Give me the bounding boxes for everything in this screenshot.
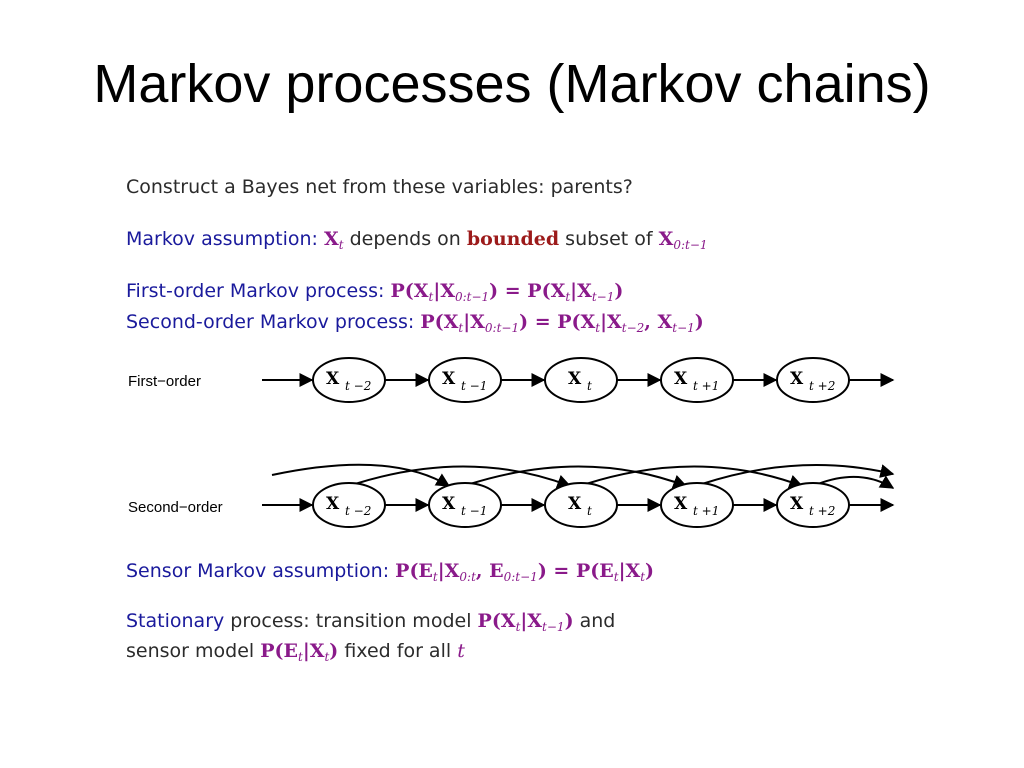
svg-text:X: X <box>674 369 688 389</box>
svg-text:X: X <box>326 494 340 514</box>
first-order-node-2: X t −1 <box>428 357 502 403</box>
svg-text:t +1: t +1 <box>693 379 719 393</box>
svg-text:X: X <box>326 369 340 389</box>
first-order-node-3: X t <box>544 357 618 403</box>
svg-text:t: t <box>587 379 592 393</box>
transition-model-formula: P(Xt|Xt−1) <box>477 610 574 634</box>
svg-text:t +2: t +2 <box>809 504 835 518</box>
second-order-arc-2 <box>469 465 688 489</box>
second-order-node-3: X t <box>544 482 618 528</box>
stationary-text-1: process: transition model <box>230 610 472 632</box>
first-order-process-formula: P(Xt|X0:t−1) = P(Xt|Xt−1) <box>390 280 624 304</box>
first-order-process-label: First-order Markov process: <box>126 280 385 302</box>
first-order-nodes: X t −2 X t −1 X t X t +1 X t +2 <box>312 357 850 403</box>
first-order-process-line: First-order Markov process: P(Xt|X0:t−1)… <box>126 280 623 304</box>
svg-text:X: X <box>442 494 456 514</box>
second-order-process-line: Second-order Markov process: P(Xt|X0:t−1… <box>126 311 704 335</box>
second-order-arc-1 <box>354 465 572 489</box>
sensor-assumption-line: Sensor Markov assumption: P(Et|X0:t, E0:… <box>126 560 654 584</box>
svg-text:X: X <box>568 369 582 389</box>
markov-assumption-bounded: bounded <box>466 228 560 250</box>
markov-chain-diagram: First−order X t −2 X t −1 X t X t +1 <box>128 357 895 528</box>
markov-assumption-var: Xt <box>323 228 344 252</box>
first-order-node-5: X t +2 <box>776 357 850 403</box>
construct-text: Construct a Bayes net from these variabl… <box>126 176 633 198</box>
second-order-label: Second−order <box>128 499 223 516</box>
svg-text:X: X <box>568 494 582 514</box>
second-order-node-1: X t −2 <box>312 482 386 528</box>
second-order-arc-3 <box>585 465 804 489</box>
markov-assumption-depends: depends on <box>349 228 461 250</box>
svg-text:t −2: t −2 <box>345 379 371 393</box>
second-order-arrows <box>262 463 895 512</box>
svg-text:X: X <box>790 494 804 514</box>
page-title: Markov processes (Markov chains) <box>93 54 931 114</box>
second-order-arc-out-1 <box>701 464 895 485</box>
first-order-node-1: X t −2 <box>312 357 386 403</box>
svg-text:t −1: t −1 <box>461 504 487 518</box>
second-order-process-label: Second-order Markov process: <box>126 311 415 333</box>
markov-assumption-label: Markov assumption: <box>126 228 318 250</box>
second-order-process-formula: P(Xt|X0:t−1) = P(Xt|Xt−2, Xt−1) <box>420 311 704 335</box>
first-order-label: First−order <box>128 373 201 390</box>
second-order-nodes: X t −2 X t −1 X t X t +1 X t +2 <box>312 482 850 528</box>
markov-assumption-set: X0:t−1 <box>658 228 708 252</box>
sensor-model-formula: P(Et|Xt) <box>260 640 339 664</box>
stationary-line-1: Stationary process: transition model P(X… <box>126 610 615 634</box>
stationary-line-2: sensor model P(Et|Xt) fixed for all t <box>126 640 465 664</box>
stationary-fixed: fixed for all <box>344 640 452 662</box>
second-order-node-5: X t +2 <box>776 482 850 528</box>
second-order-node-2: X t −1 <box>428 482 502 528</box>
second-order-arc-in-1 <box>271 463 451 487</box>
second-order-node-4: X t +1 <box>660 482 734 528</box>
sensor-assumption-label: Sensor Markov assumption: <box>126 560 390 582</box>
svg-text:t −1: t −1 <box>461 379 487 393</box>
first-order-node-4: X t +1 <box>660 357 734 403</box>
svg-text:X: X <box>790 369 804 389</box>
svg-text:X: X <box>442 369 456 389</box>
svg-text:t −2: t −2 <box>345 504 371 518</box>
stationary-t: t <box>457 640 465 662</box>
second-order-arc-out-2 <box>817 475 895 489</box>
svg-text:t +1: t +1 <box>693 504 719 518</box>
svg-text:t: t <box>587 504 592 518</box>
svg-text:t +2: t +2 <box>809 379 835 393</box>
svg-text:X: X <box>674 494 688 514</box>
stationary-label: Stationary <box>126 610 225 632</box>
markov-assumption-subset: subset of <box>565 228 653 250</box>
stationary-and: and <box>579 610 616 632</box>
sensor-assumption-formula: P(Et|X0:t, E0:t−1) = P(Et|Xt) <box>395 560 655 584</box>
markov-assumption-line: Markov assumption: Xt depends on bounded… <box>126 228 708 252</box>
stationary-text-2: sensor model <box>126 640 255 662</box>
construct-line: Construct a Bayes net from these variabl… <box>126 176 633 198</box>
